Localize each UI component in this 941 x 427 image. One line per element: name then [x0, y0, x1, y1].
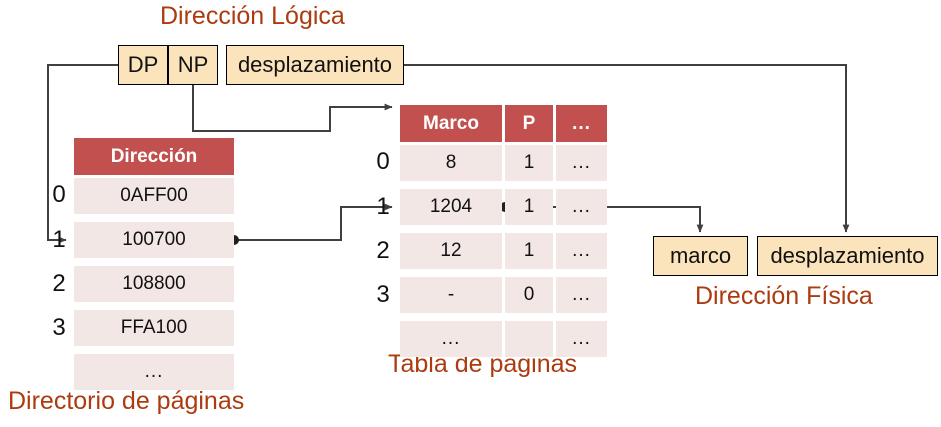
directory-row-index-1: 1	[52, 226, 66, 253]
pagetable-row-index-3: 3	[376, 281, 390, 308]
wire-np-to-pagetable	[192, 85, 393, 132]
logical-field-desplazamiento[interactable]: desplazamiento	[226, 45, 404, 85]
wire-directory-to-pagetable-row	[234, 203, 393, 241]
pagetable-row-index-0: 0	[376, 148, 390, 175]
pagetable-cell-more-4[interactable]: ...	[556, 321, 607, 357]
pagetable-cell-p-3[interactable]: 0	[505, 277, 553, 313]
physical-field-desplazamiento[interactable]: desplazamiento	[757, 236, 938, 276]
directory-row-index-2: 2	[52, 270, 66, 297]
pagetable-cell-more-0[interactable]: ...	[556, 145, 607, 181]
title-logical-address: Dirección Lógica	[160, 2, 345, 30]
pagetable-cell-p-2[interactable]: 1	[505, 233, 553, 269]
pagetable-cell-p-4[interactable]	[505, 321, 553, 357]
directory-row-index-0: 0	[52, 181, 66, 208]
pagetable-cell-marco-3[interactable]: -	[400, 277, 502, 313]
pagetable-cell-marco-4[interactable]: ...	[400, 321, 502, 357]
directory-header-direccion: Dirección	[74, 138, 234, 175]
directory-cell-direccion-4[interactable]: ...	[74, 354, 234, 390]
pagetable-header-more: ...	[556, 105, 607, 142]
pagetable-cell-more-3[interactable]: ...	[556, 277, 607, 313]
pagetable-cell-marco-0[interactable]: 8	[400, 145, 502, 181]
logical-field-np[interactable]: NP	[168, 45, 218, 85]
directory-cell-direccion-3[interactable]: FFA100	[74, 310, 234, 346]
pagetable-cell-p-1[interactable]: 1	[505, 189, 553, 225]
pagetable-cell-marco-1[interactable]: 1204	[400, 189, 502, 225]
physical-field-marco[interactable]: marco	[653, 236, 748, 276]
directory-cell-direccion-1[interactable]: 100700	[74, 222, 234, 258]
title-page-directory: Directorio de páginas	[8, 387, 245, 415]
pagetable-header-p: P	[505, 105, 553, 142]
pagetable-cell-p-0[interactable]: 1	[505, 145, 553, 181]
pagetable-row-index-1: 1	[376, 193, 390, 220]
pagetable-cell-marco-2[interactable]: 12	[400, 233, 502, 269]
logical-field-dp[interactable]: DP	[118, 45, 168, 85]
directory-row-index-3: 3	[52, 314, 66, 341]
pagetable-row-index-2: 2	[376, 237, 390, 264]
pagetable-cell-more-2[interactable]: ...	[556, 233, 607, 269]
pagetable-cell-more-1[interactable]: ...	[556, 189, 607, 225]
pagetable-header-marco: Marco	[400, 105, 502, 142]
directory-cell-direccion-2[interactable]: 108800	[74, 266, 234, 302]
directory-cell-direccion-0[interactable]: 0AFF00	[74, 178, 234, 214]
title-physical-address: Dirección Física	[695, 282, 873, 310]
